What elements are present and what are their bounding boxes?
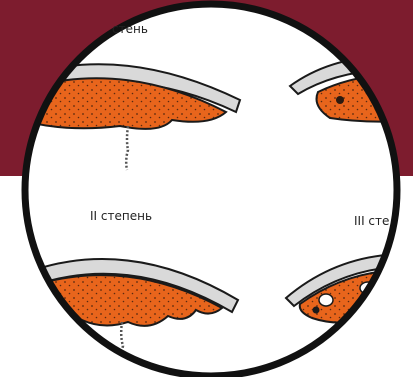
label-stage-ii: II степень — [90, 209, 152, 223]
label-top-left: стень — [112, 22, 148, 36]
label-stage-iii: III сте — [354, 214, 389, 228]
